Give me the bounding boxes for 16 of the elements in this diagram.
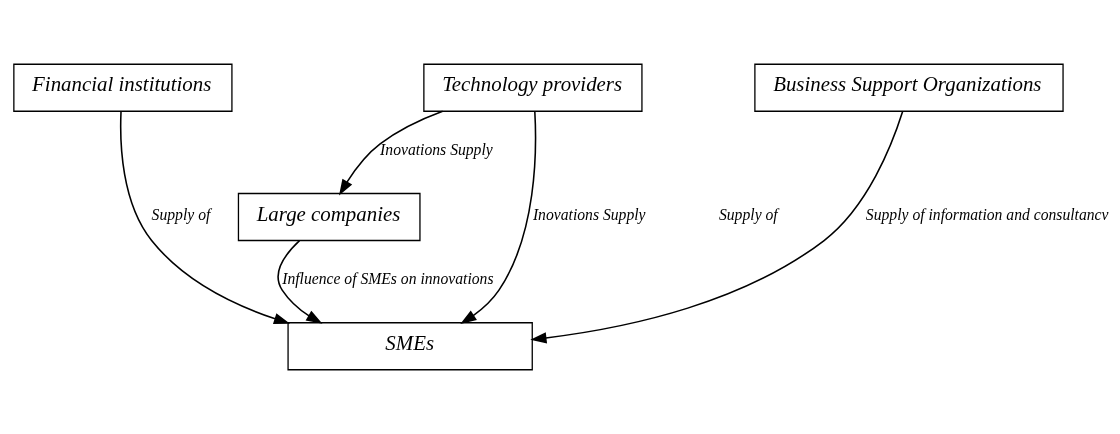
label: Supply of	[718, 205, 778, 223]
node-box: Large companies	[237, 192, 421, 242]
node-box: SMEs	[287, 322, 533, 371]
arrow	[530, 110, 904, 344]
arrow	[119, 110, 291, 325]
node-box: Technology providers	[423, 63, 643, 112]
node-box: Financial institutions	[13, 63, 233, 112]
edge-label: Supply of information and consultancv	[865, 205, 1109, 223]
edge-label: Influence of SMEs on innovations	[282, 270, 494, 288]
edge-label: Inovations Supply	[532, 205, 646, 223]
arrow	[277, 239, 323, 324]
arrow	[460, 110, 537, 325]
edge-label: Supply of	[151, 205, 211, 223]
edge-label: Inovations Supply	[380, 141, 493, 159]
arrow	[339, 110, 444, 196]
node-box: Business Support Organizations	[754, 63, 1064, 112]
